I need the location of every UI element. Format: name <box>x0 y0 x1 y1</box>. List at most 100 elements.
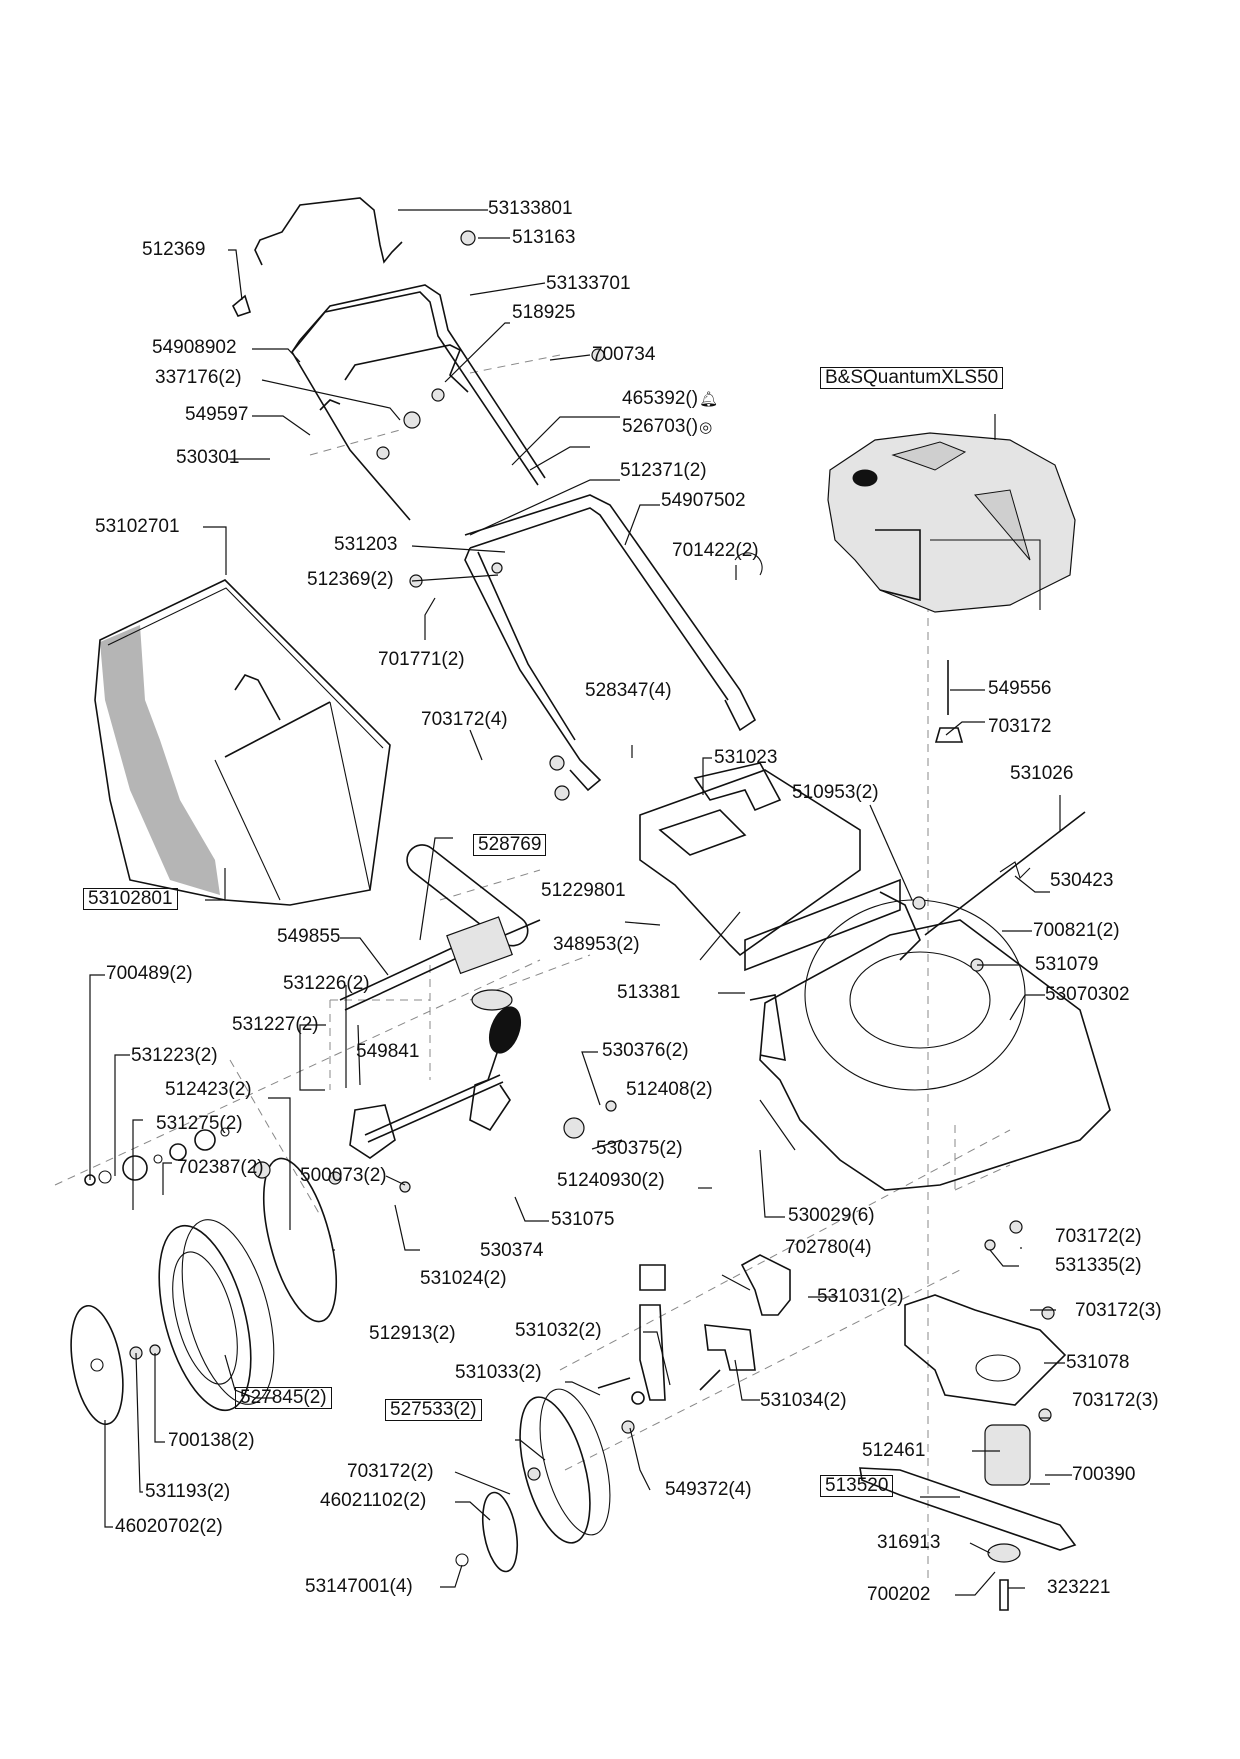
hubcap-screw <box>455 1553 469 1567</box>
part-number: 526703() <box>622 416 699 437</box>
front-wheel <box>519 1388 611 1544</box>
part-label: 531075 <box>551 1209 615 1230</box>
part-label: 530376(2) <box>602 1040 689 1061</box>
part-label: 500073(2) <box>300 1165 387 1186</box>
part-label: 53133701 <box>546 273 631 294</box>
part-label: 323221 <box>1047 1577 1111 1598</box>
upper-handle <box>291 284 546 521</box>
assembly-axis-lines <box>54 354 1011 1580</box>
part-label: 531079 <box>1035 954 1099 975</box>
part-label: 531227(2) <box>232 1014 319 1035</box>
part-label-boxed: 53102801 <box>83 888 178 910</box>
part-label: 54907502 <box>661 490 746 511</box>
part-label: 703172 <box>988 716 1052 737</box>
part-label: 549597 <box>185 404 249 425</box>
part-label: 512371(2) <box>620 460 707 481</box>
part-label: 549855 <box>277 926 341 947</box>
part-label: 53102701 <box>95 516 180 537</box>
part-label: 531203 <box>334 534 398 555</box>
part-label-boxed: 527533(2) <box>385 1399 482 1421</box>
rear-flap-spring <box>999 861 1031 880</box>
part-label: 531275(2) <box>156 1113 243 1134</box>
part-label: 703172(3) <box>1075 1300 1162 1321</box>
front-hubcap <box>481 1491 519 1573</box>
part-label-465392: 465392()🔔︎ <box>622 388 718 411</box>
part-label: 700489(2) <box>106 963 193 984</box>
lower-handle <box>464 494 757 792</box>
rear-wheel <box>158 1219 275 1412</box>
part-label: 531031(2) <box>817 1286 904 1307</box>
part-label: 46021102(2) <box>320 1490 427 1511</box>
part-label: 701771(2) <box>378 649 465 670</box>
part-label: 530375(2) <box>596 1138 683 1159</box>
part-label-526703: 526703()◎ <box>622 416 712 439</box>
part-label-boxed: 527845(2) <box>235 1387 332 1409</box>
rear-axle <box>349 1074 504 1159</box>
part-label: 702387(2) <box>177 1157 264 1178</box>
rear-wheel-disc <box>262 1157 338 1323</box>
leader-lines <box>89 209 1072 1596</box>
part-label: 549841 <box>356 1041 420 1062</box>
part-label: 549556 <box>988 678 1052 699</box>
engine <box>827 432 1076 613</box>
part-label: 700390 <box>1072 1464 1136 1485</box>
part-label: 700734 <box>592 344 656 365</box>
part-label: 513163 <box>512 227 576 248</box>
part-label: 518925 <box>512 302 576 323</box>
rear-flap <box>639 762 901 972</box>
part-label: 512408(2) <box>626 1079 713 1100</box>
part-label: 512461 <box>862 1440 926 1461</box>
part-label: 701422(2) <box>672 540 759 561</box>
part-number: 465392() <box>622 388 699 409</box>
rear-flap-rod <box>924 811 1086 936</box>
rear-hubcap <box>70 1304 124 1426</box>
part-label: 348953(2) <box>553 934 640 955</box>
part-label: 51229801 <box>541 880 626 901</box>
part-label: 512913(2) <box>369 1323 456 1344</box>
part-label: 512423(2) <box>165 1079 252 1100</box>
part-label: 51240930(2) <box>557 1170 665 1191</box>
part-label: 337176(2) <box>155 367 242 388</box>
engine-model-label: B&SQuantumXLS50 <box>820 367 1004 389</box>
part-label: 549372(4) <box>665 1479 752 1500</box>
part-label: 54908902 <box>152 337 237 358</box>
part-label: 702780(4) <box>785 1237 872 1258</box>
gearbox-assembly <box>339 916 541 1011</box>
part-label: 53147001(4) <box>305 1576 413 1597</box>
part-label: 528347(4) <box>585 680 672 701</box>
part-label: 46020702(2) <box>115 1516 223 1537</box>
part-label: 531023 <box>714 747 778 768</box>
part-label: 512369(2) <box>307 569 394 590</box>
ignition-symbol-icon: 🔔︎ <box>699 391 719 408</box>
start-symbol-icon: ◎ <box>699 419 713 436</box>
part-label: 531193(2) <box>145 1481 231 1502</box>
part-label: 53133801 <box>488 198 573 219</box>
drive-lever <box>469 1006 522 1132</box>
part-label-boxed: 528769 <box>473 834 547 856</box>
part-label: 531024(2) <box>420 1268 507 1289</box>
part-label: 703172(2) <box>1055 1226 1142 1247</box>
part-label: 530374 <box>480 1240 544 1261</box>
part-label: 316913 <box>877 1532 941 1553</box>
grass-catcher <box>94 579 391 906</box>
part-label: 531032(2) <box>515 1320 602 1341</box>
part-label: 531033(2) <box>455 1362 542 1383</box>
part-label: 531335(2) <box>1055 1255 1142 1276</box>
part-label: 530029(6) <box>788 1205 875 1226</box>
part-label-boxed: 513520 <box>820 1475 894 1497</box>
part-label: 531223(2) <box>131 1045 218 1066</box>
part-label: 531026 <box>1010 763 1074 784</box>
rear-hubcap-center <box>90 1358 104 1372</box>
drive-pinion-parts <box>84 1127 230 1186</box>
part-label: 512369 <box>142 239 206 260</box>
engine-nut <box>934 727 964 743</box>
part-label: 530423 <box>1050 870 1114 891</box>
part-label: 700821(2) <box>1033 920 1120 941</box>
part-label: 703172(3) <box>1072 1390 1159 1411</box>
part-label: 531226(2) <box>283 973 370 994</box>
drive-belt <box>406 844 529 947</box>
part-label: 530301 <box>176 447 240 468</box>
upper-bail-bar <box>254 197 403 266</box>
